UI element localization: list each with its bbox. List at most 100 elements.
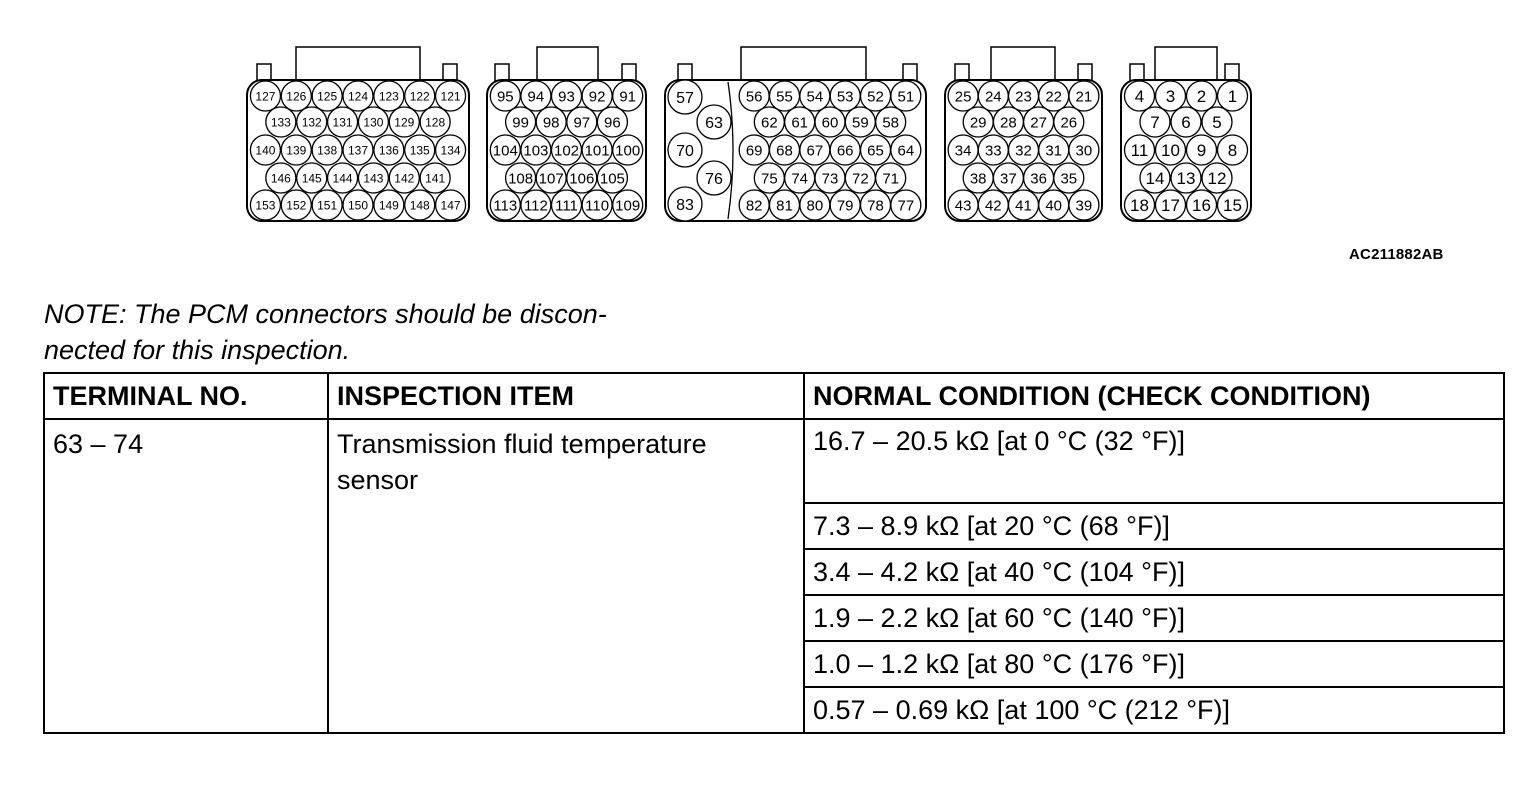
- pin: 63: [696, 104, 732, 140]
- pin: 27: [1022, 106, 1055, 138]
- pin: 37: [992, 162, 1025, 194]
- pin: 82: [738, 189, 770, 221]
- pin: 150: [342, 189, 374, 221]
- pin-number: 53: [837, 88, 854, 105]
- pin-number: 142: [394, 171, 414, 185]
- pin: 132: [296, 106, 328, 138]
- pin-number: 32: [1015, 142, 1032, 159]
- pin-number: 73: [822, 170, 839, 187]
- pin: 143: [357, 162, 390, 194]
- pin: 135: [404, 134, 436, 166]
- pin-number: 124: [348, 89, 368, 103]
- pin: 10: [1154, 134, 1187, 166]
- pin-number: 23: [1015, 88, 1032, 105]
- pin-number: 36: [1030, 170, 1047, 187]
- pin-number: 22: [1045, 88, 1062, 105]
- pin-number: 125: [317, 89, 337, 103]
- pin-number: 71: [882, 170, 899, 187]
- pin: 33: [977, 134, 1009, 166]
- pin: 95: [489, 80, 521, 112]
- pin: 8: [1216, 134, 1249, 166]
- pin-number: 100: [615, 142, 640, 159]
- pin: 62: [753, 106, 785, 138]
- latch-tab: [677, 63, 693, 82]
- pin-number: 140: [255, 143, 275, 157]
- pin: 40: [1038, 189, 1070, 221]
- pin-number: 122: [410, 89, 430, 103]
- pin-number: 91: [619, 88, 636, 105]
- pin: 29: [962, 106, 994, 138]
- condition-value: 0.57 – 0.69 kΩ [at 100 °C (212 °F)]: [813, 695, 1230, 725]
- pin-number: 95: [497, 88, 514, 105]
- pin: 17: [1154, 189, 1187, 221]
- pin-number: 110: [585, 197, 609, 214]
- pin-number: 9: [1197, 141, 1206, 160]
- pin: 93: [550, 80, 583, 112]
- pin-number: 33: [985, 142, 1002, 159]
- pin: 5: [1201, 106, 1233, 138]
- pin-number: 18: [1130, 196, 1149, 215]
- pin: 59: [844, 106, 876, 138]
- table-row: 0.57 – 0.69 kΩ [at 100 °C (212 °F)]: [44, 686, 1505, 734]
- pin: 148: [404, 189, 436, 221]
- condition-cell: 1.9 – 2.2 kΩ [at 60 °C (140 °F)]: [803, 594, 1505, 642]
- pin-number: 92: [589, 88, 606, 105]
- pin: 57: [667, 79, 703, 115]
- pin-number: 97: [573, 114, 590, 131]
- pin-number: 105: [600, 170, 625, 187]
- pin: 64: [890, 134, 922, 166]
- pin: 81: [768, 189, 801, 221]
- pin-number: 149: [379, 198, 399, 212]
- pin-number: 31: [1045, 142, 1062, 159]
- pin: 16: [1185, 189, 1218, 221]
- pin-number: 2: [1197, 87, 1206, 106]
- pin: 91: [612, 80, 644, 112]
- pin-number: 65: [867, 142, 884, 159]
- pin: 101: [581, 134, 613, 166]
- pin: 35: [1053, 162, 1085, 194]
- pin: 66: [829, 134, 861, 166]
- pin: 39: [1068, 189, 1100, 221]
- table-row: 1.9 – 2.2 kΩ [at 60 °C (140 °F)]: [44, 594, 1505, 642]
- pin: 54: [799, 80, 831, 112]
- pin: 100: [612, 134, 644, 166]
- condition-value: 1.0 – 1.2 kΩ [at 80 °C (176 °F)]: [813, 649, 1185, 679]
- pin-number: 25: [955, 88, 972, 105]
- pin-number: 24: [985, 88, 1002, 105]
- pin: 30: [1068, 134, 1100, 166]
- pin: 141: [419, 162, 451, 194]
- pin: 137: [342, 134, 374, 166]
- table-header-row: TERMINAL NO. INSPECTION ITEM NORMAL COND…: [43, 372, 1505, 420]
- pin: 1: [1216, 80, 1249, 112]
- pin: 92: [581, 80, 613, 112]
- pin-number: 121: [441, 89, 461, 103]
- pin-number: 77: [897, 197, 914, 214]
- pin-number: 111: [555, 197, 578, 214]
- pin: 56: [738, 80, 770, 112]
- pin-number: 109: [615, 197, 640, 214]
- pin: 142: [388, 162, 420, 194]
- pin-number: 8: [1228, 141, 1237, 160]
- pin-number: 145: [302, 171, 322, 185]
- pin-number: 147: [441, 198, 461, 212]
- pin-number: 67: [806, 142, 823, 159]
- pin: 52: [859, 80, 892, 112]
- pin-number: 16: [1192, 196, 1211, 215]
- pin: 60: [814, 106, 846, 138]
- pin: 139: [280, 134, 312, 166]
- pin-number: 113: [493, 197, 517, 214]
- pin-number: 7: [1150, 113, 1159, 132]
- pin: 122: [404, 80, 436, 112]
- table-row: 7.3 – 8.9 kΩ [at 20 °C (68 °F)]: [44, 502, 1505, 550]
- pin: 51: [890, 80, 922, 112]
- pin-number: 107: [539, 170, 564, 187]
- pin-number: 54: [806, 88, 823, 105]
- pin: 111: [550, 189, 583, 221]
- pin-number: 101: [585, 142, 610, 159]
- lock-housing: [536, 46, 599, 82]
- pin-number: 11: [1131, 141, 1149, 160]
- pin-number: 136: [379, 143, 399, 157]
- pin: 125: [311, 80, 343, 112]
- pin-number: 106: [569, 170, 594, 187]
